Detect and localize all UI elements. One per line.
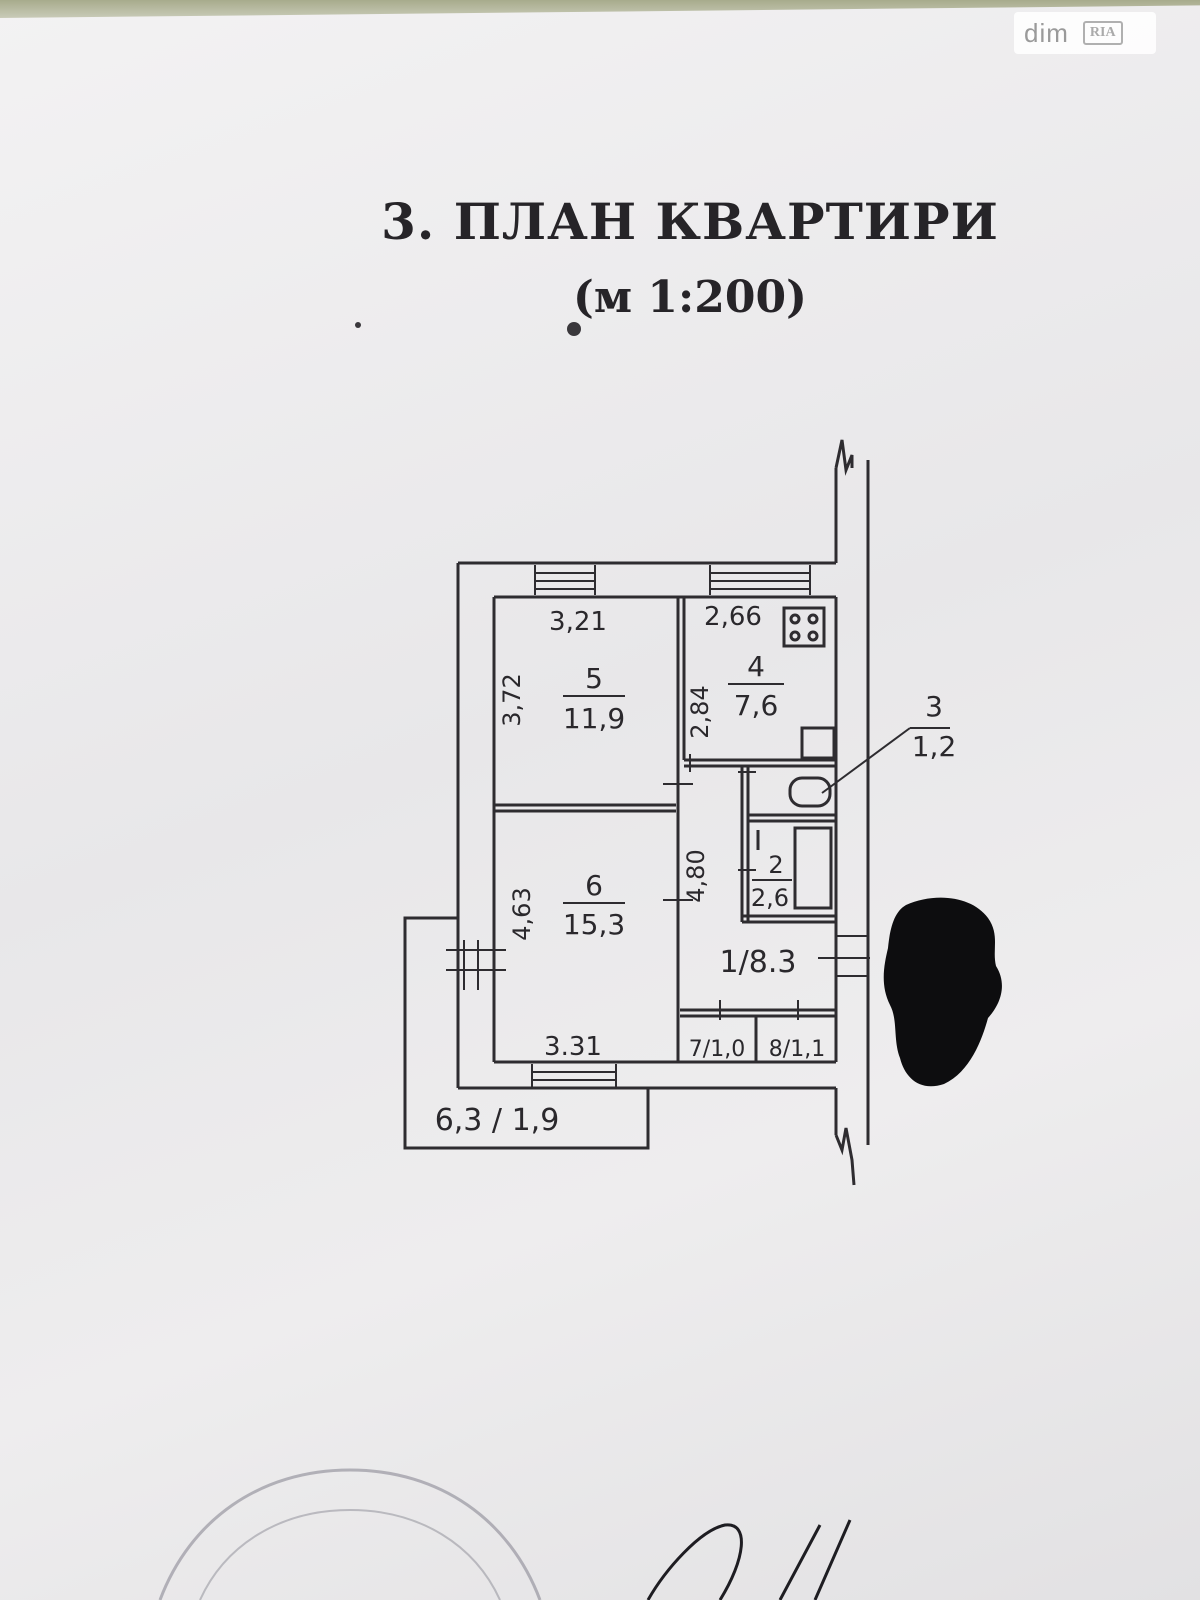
signature-stroke — [778, 1519, 852, 1600]
dim-room5-width: 3,21 — [549, 607, 607, 637]
dim-room4-depth: 2,84 — [686, 685, 714, 738]
room-4-number: 4 — [747, 650, 765, 683]
room-1-label: 1/8.3 — [720, 945, 797, 980]
signature-stroke — [646, 1523, 743, 1600]
dim-corridor-depth: 4,80 — [682, 849, 710, 902]
paper-speck — [355, 322, 361, 328]
dim-room6-width: 3.31 — [544, 1032, 602, 1062]
dim-room5-depth: 3,72 — [498, 673, 526, 726]
dim-room4-width: 2,66 — [704, 602, 762, 632]
paper-speck — [567, 322, 581, 336]
room-6-number: 6 — [585, 869, 603, 902]
plan-windows — [446, 565, 950, 1088]
stamp-outer-ring — [158, 1468, 542, 1600]
room-2-number: 2 — [768, 851, 783, 879]
room-8-label: 8/1,1 — [769, 1037, 825, 1062]
balcony-label: 6,3 / 1,9 — [435, 1103, 560, 1138]
room-7-label: 7/1,0 — [689, 1037, 745, 1062]
watermark-ria: RIA — [1082, 21, 1123, 45]
room-3-area: 1,2 — [912, 730, 957, 763]
room-6-area: 15,3 — [563, 908, 625, 941]
room-2-area: 2,6 — [751, 884, 789, 912]
dim-ria-watermark: dim RIA — [1014, 12, 1156, 54]
watermark-dim: dim — [1024, 17, 1069, 48]
room-5-area: 11,9 — [563, 702, 625, 735]
plan-scale: (м 1:200) — [573, 272, 807, 323]
redaction-blot — [883, 897, 1002, 1087]
plan-walls — [403, 439, 870, 1186]
page-title: 3. ПЛАН КВАРТИРИ — [381, 192, 999, 251]
stamp-inner-ring — [199, 1508, 501, 1600]
room-4-area: 7,6 — [734, 689, 779, 722]
dim-room6-depth: 4,63 — [508, 887, 536, 940]
room-3-number: 3 — [925, 690, 943, 723]
room-5-number: 5 — [585, 662, 603, 695]
